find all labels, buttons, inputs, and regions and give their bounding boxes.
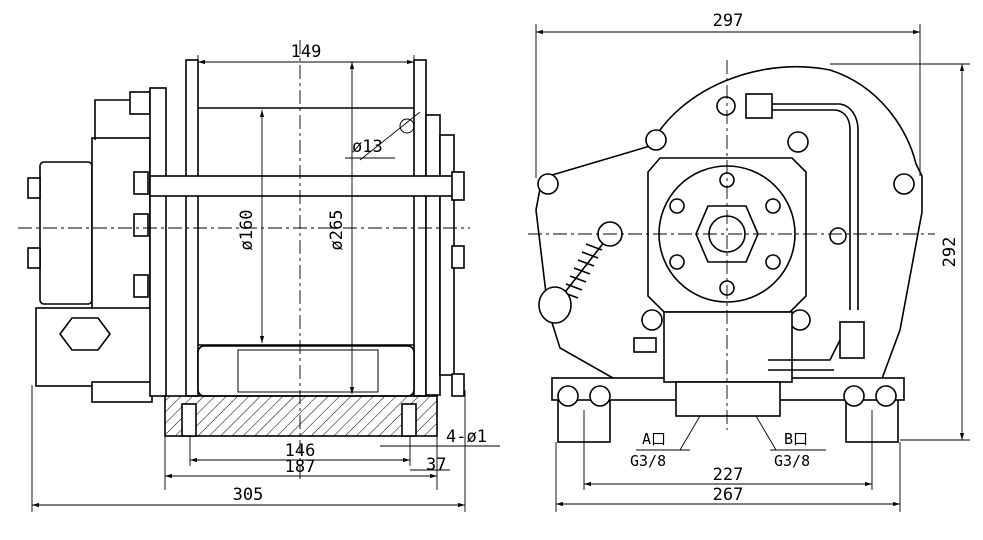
left-side-view: 149 ø160 ø265 ø13 146 187 37 305 4-ø1: [18, 40, 500, 512]
foot-bolt: [557, 385, 579, 407]
dim-227-label: 227: [713, 465, 744, 485]
dim-297-label: 297: [713, 11, 744, 31]
housing-bolt: [787, 131, 809, 153]
small-fitting: [633, 337, 657, 353]
dim-149-label: 149: [291, 42, 322, 62]
base-bolt-left: [181, 403, 197, 437]
flange-bolt: [133, 171, 149, 195]
housing-bolt: [645, 129, 667, 151]
end-bolt: [451, 245, 465, 269]
dim-187-label: 187: [285, 457, 316, 477]
right-side-plate: [425, 114, 441, 396]
valve-ports: [675, 381, 781, 417]
dim-267-label: 267: [713, 485, 744, 505]
port-a-thread: G3/8: [630, 452, 666, 470]
pipe-elbow: [768, 339, 841, 371]
cover-bolt: [765, 198, 781, 214]
port-a-label: A口: [642, 430, 666, 448]
port-b-thread: G3/8: [774, 452, 810, 470]
dim-265-label: ø265: [327, 210, 347, 251]
cover-bolt: [669, 254, 685, 270]
flange-bolt: [133, 274, 149, 298]
hydraulic-pipe: [770, 103, 859, 310]
cover-bolt: [765, 254, 781, 270]
right-front-view: 297 292 A口 G3/8 B口 G3/8 227 267: [528, 11, 970, 512]
dim-37-label: 37: [426, 455, 446, 475]
dim-305-label: 305: [233, 485, 264, 505]
housing-bolt: [829, 227, 847, 245]
motor-bolt: [27, 247, 41, 269]
bottom-rod-inner: [237, 349, 379, 393]
motor-bolt: [27, 177, 41, 199]
spring-eye-bottom: [538, 286, 572, 324]
housing-bolt: [641, 309, 663, 331]
dim-146-label: 146: [285, 441, 316, 461]
foot-bolt: [589, 385, 611, 407]
pipe-fitting: [745, 93, 773, 119]
port-b-label: B口: [784, 430, 808, 448]
dim-160-label: ø160: [237, 210, 257, 251]
flange-bolt: [133, 213, 149, 237]
cover-bolt: [669, 198, 685, 214]
base-plate-hatched: [164, 395, 438, 437]
motor-housing: [39, 161, 93, 305]
valve-bottom: [91, 381, 153, 403]
pipe-fitting-top: [129, 91, 151, 115]
foot-bolt: [843, 385, 865, 407]
bottom-tie-rod: [197, 345, 415, 397]
tie-rod-nut: [451, 171, 465, 201]
housing-bolt: [537, 173, 559, 195]
pipe-lower-fitting: [839, 321, 865, 359]
rope-hole-circle: [399, 118, 415, 134]
tie-rod: [149, 175, 457, 197]
valve-hex-nut: [59, 317, 111, 351]
spring-coil: [561, 243, 603, 299]
pipe-fitting-bolt: [716, 96, 736, 116]
lower-valve-block: [663, 311, 793, 383]
left-side-plate: [149, 87, 167, 397]
dim-13-label: ø13: [352, 137, 383, 157]
motor-top-pipe: [94, 99, 136, 140]
base-bolt-right: [401, 403, 417, 437]
foot-bolt: [875, 385, 897, 407]
housing-bolt: [893, 173, 915, 195]
dim-292-label: 292: [940, 237, 960, 268]
housing-bolt: [789, 309, 811, 331]
end-bolt: [451, 373, 465, 397]
dim-holes-label: 4-ø1: [446, 427, 487, 447]
